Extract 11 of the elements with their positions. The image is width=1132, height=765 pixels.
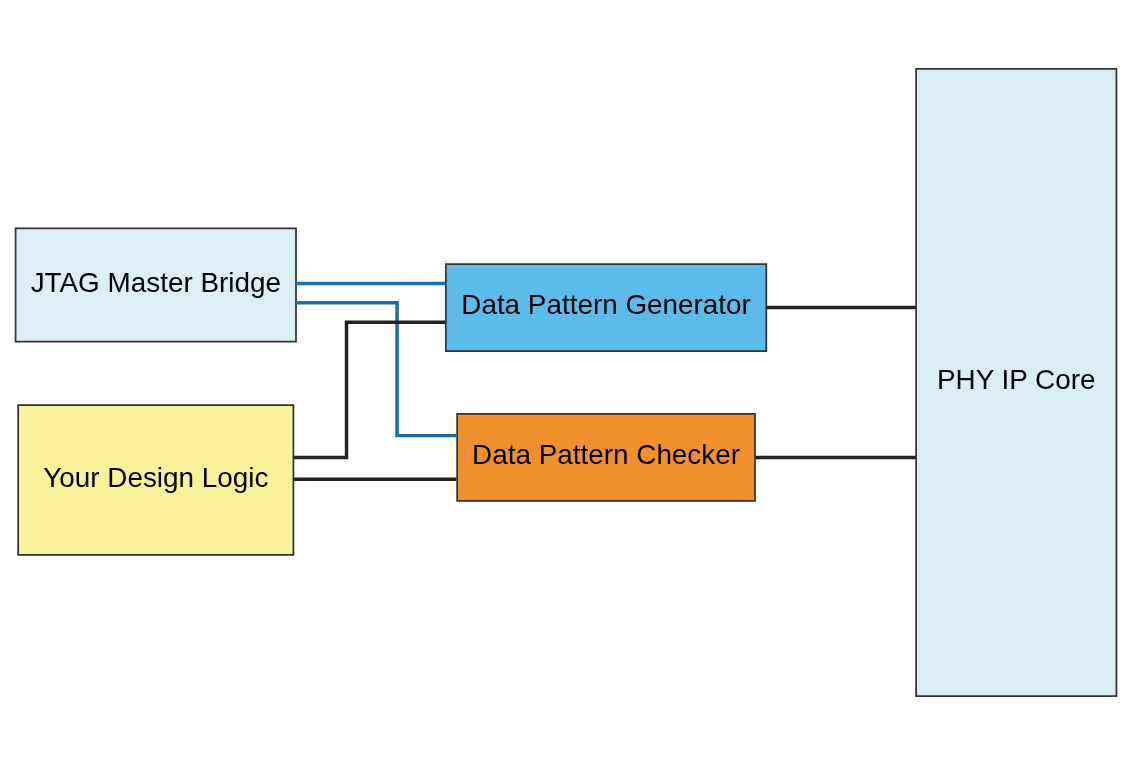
connector [296, 301, 457, 438]
node-box: JTAG Master Bridge [14, 227, 297, 343]
connector [755, 455, 916, 460]
connector [293, 320, 446, 460]
node-box: Data Pattern Generator [444, 263, 768, 352]
connector [766, 305, 916, 310]
connector [296, 281, 446, 286]
node-box: Your Design Logic [17, 404, 295, 556]
connector [293, 477, 457, 481]
node-box: Data Pattern Checker [456, 413, 756, 502]
node-box: PHY IP Core [915, 68, 1118, 697]
